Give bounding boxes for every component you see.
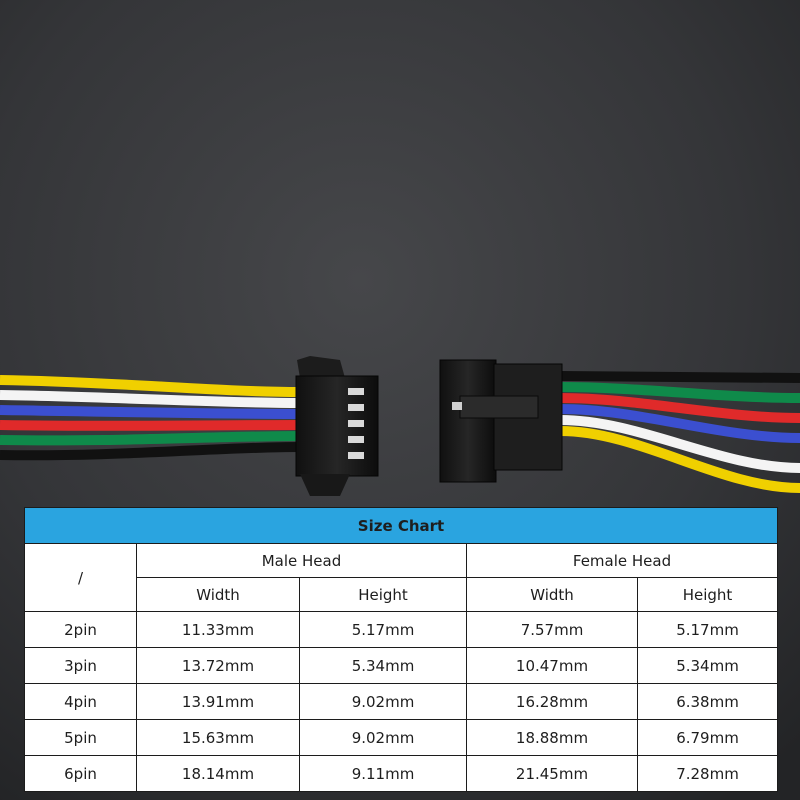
row-label: 3pin — [24, 647, 137, 684]
size-chart-title: Size Chart — [23, 507, 779, 544]
table-row: 5pin 15.63mm 9.02mm 18.88mm 6.79mm — [24, 719, 779, 756]
table-cell: 9.02mm — [299, 683, 467, 720]
left-wire — [0, 431, 301, 446]
table-cell: 7.57mm — [466, 611, 638, 648]
male-head-header: Male Head — [136, 543, 467, 578]
male-connector — [295, 356, 379, 496]
table-cell: 9.02mm — [299, 719, 467, 756]
table-cell: 11.33mm — [136, 611, 300, 648]
corner-cell: / — [24, 543, 137, 612]
right-wire — [559, 382, 800, 403]
row-label: 6pin — [24, 755, 137, 792]
table-cell: 5.17mm — [636, 611, 779, 648]
table-cell: 9.11mm — [299, 755, 467, 792]
table-cell: 16.28mm — [466, 683, 638, 720]
table-row: 6pin 18.14mm 9.11mm 21.45mm 7.28mm — [24, 755, 779, 792]
table-cell: 21.45mm — [466, 755, 638, 792]
table-cell: 13.72mm — [136, 647, 300, 684]
table-row: 3pin 13.72mm 5.34mm 10.47mm 5.34mm — [24, 647, 779, 684]
table-cell: 18.14mm — [136, 755, 300, 792]
table-cell: 18.88mm — [466, 719, 638, 756]
table-cell: 6.79mm — [636, 719, 779, 756]
row-label: 5pin — [24, 719, 137, 756]
left-wire — [0, 420, 301, 431]
right-wire — [559, 393, 800, 423]
size-chart-table: Size Chart / Male Head Female Head Width… — [23, 507, 779, 792]
left-wire — [0, 405, 301, 419]
table-row: 4pin 13.91mm 9.02mm 16.28mm 6.38mm — [24, 683, 779, 720]
row-label: 2pin — [24, 611, 137, 648]
table-cell: 10.47mm — [466, 647, 638, 684]
left-wire-bundle — [0, 375, 301, 461]
table-cell: 5.34mm — [299, 647, 467, 684]
table-cell: 5.34mm — [636, 647, 779, 684]
left-wire — [0, 390, 301, 408]
row-label: 4pin — [24, 683, 137, 720]
table-cell: 6.38mm — [636, 683, 779, 720]
left-wire — [0, 442, 301, 461]
male-width-header: Width — [136, 577, 300, 612]
right-wire — [559, 415, 800, 473]
right-wire — [559, 404, 800, 443]
female-connector — [439, 359, 563, 483]
table-row: 2pin 11.33mm 5.17mm 7.57mm 5.17mm — [24, 611, 779, 648]
right-wire-bundle — [559, 371, 800, 493]
female-height-header: Height — [636, 577, 779, 612]
table-cell: 7.28mm — [636, 755, 779, 792]
left-wire — [0, 375, 301, 397]
male-height-header: Height — [299, 577, 467, 612]
female-head-header: Female Head — [465, 543, 779, 578]
table-cell: 13.91mm — [136, 683, 300, 720]
size-chart: Size Chart / Male Head Female Head Width… — [23, 507, 779, 792]
table-cell: 15.63mm — [136, 719, 300, 756]
right-wire — [559, 426, 800, 493]
table-cell: 5.17mm — [299, 611, 467, 648]
right-wire — [559, 371, 800, 383]
female-width-header: Width — [466, 577, 638, 612]
